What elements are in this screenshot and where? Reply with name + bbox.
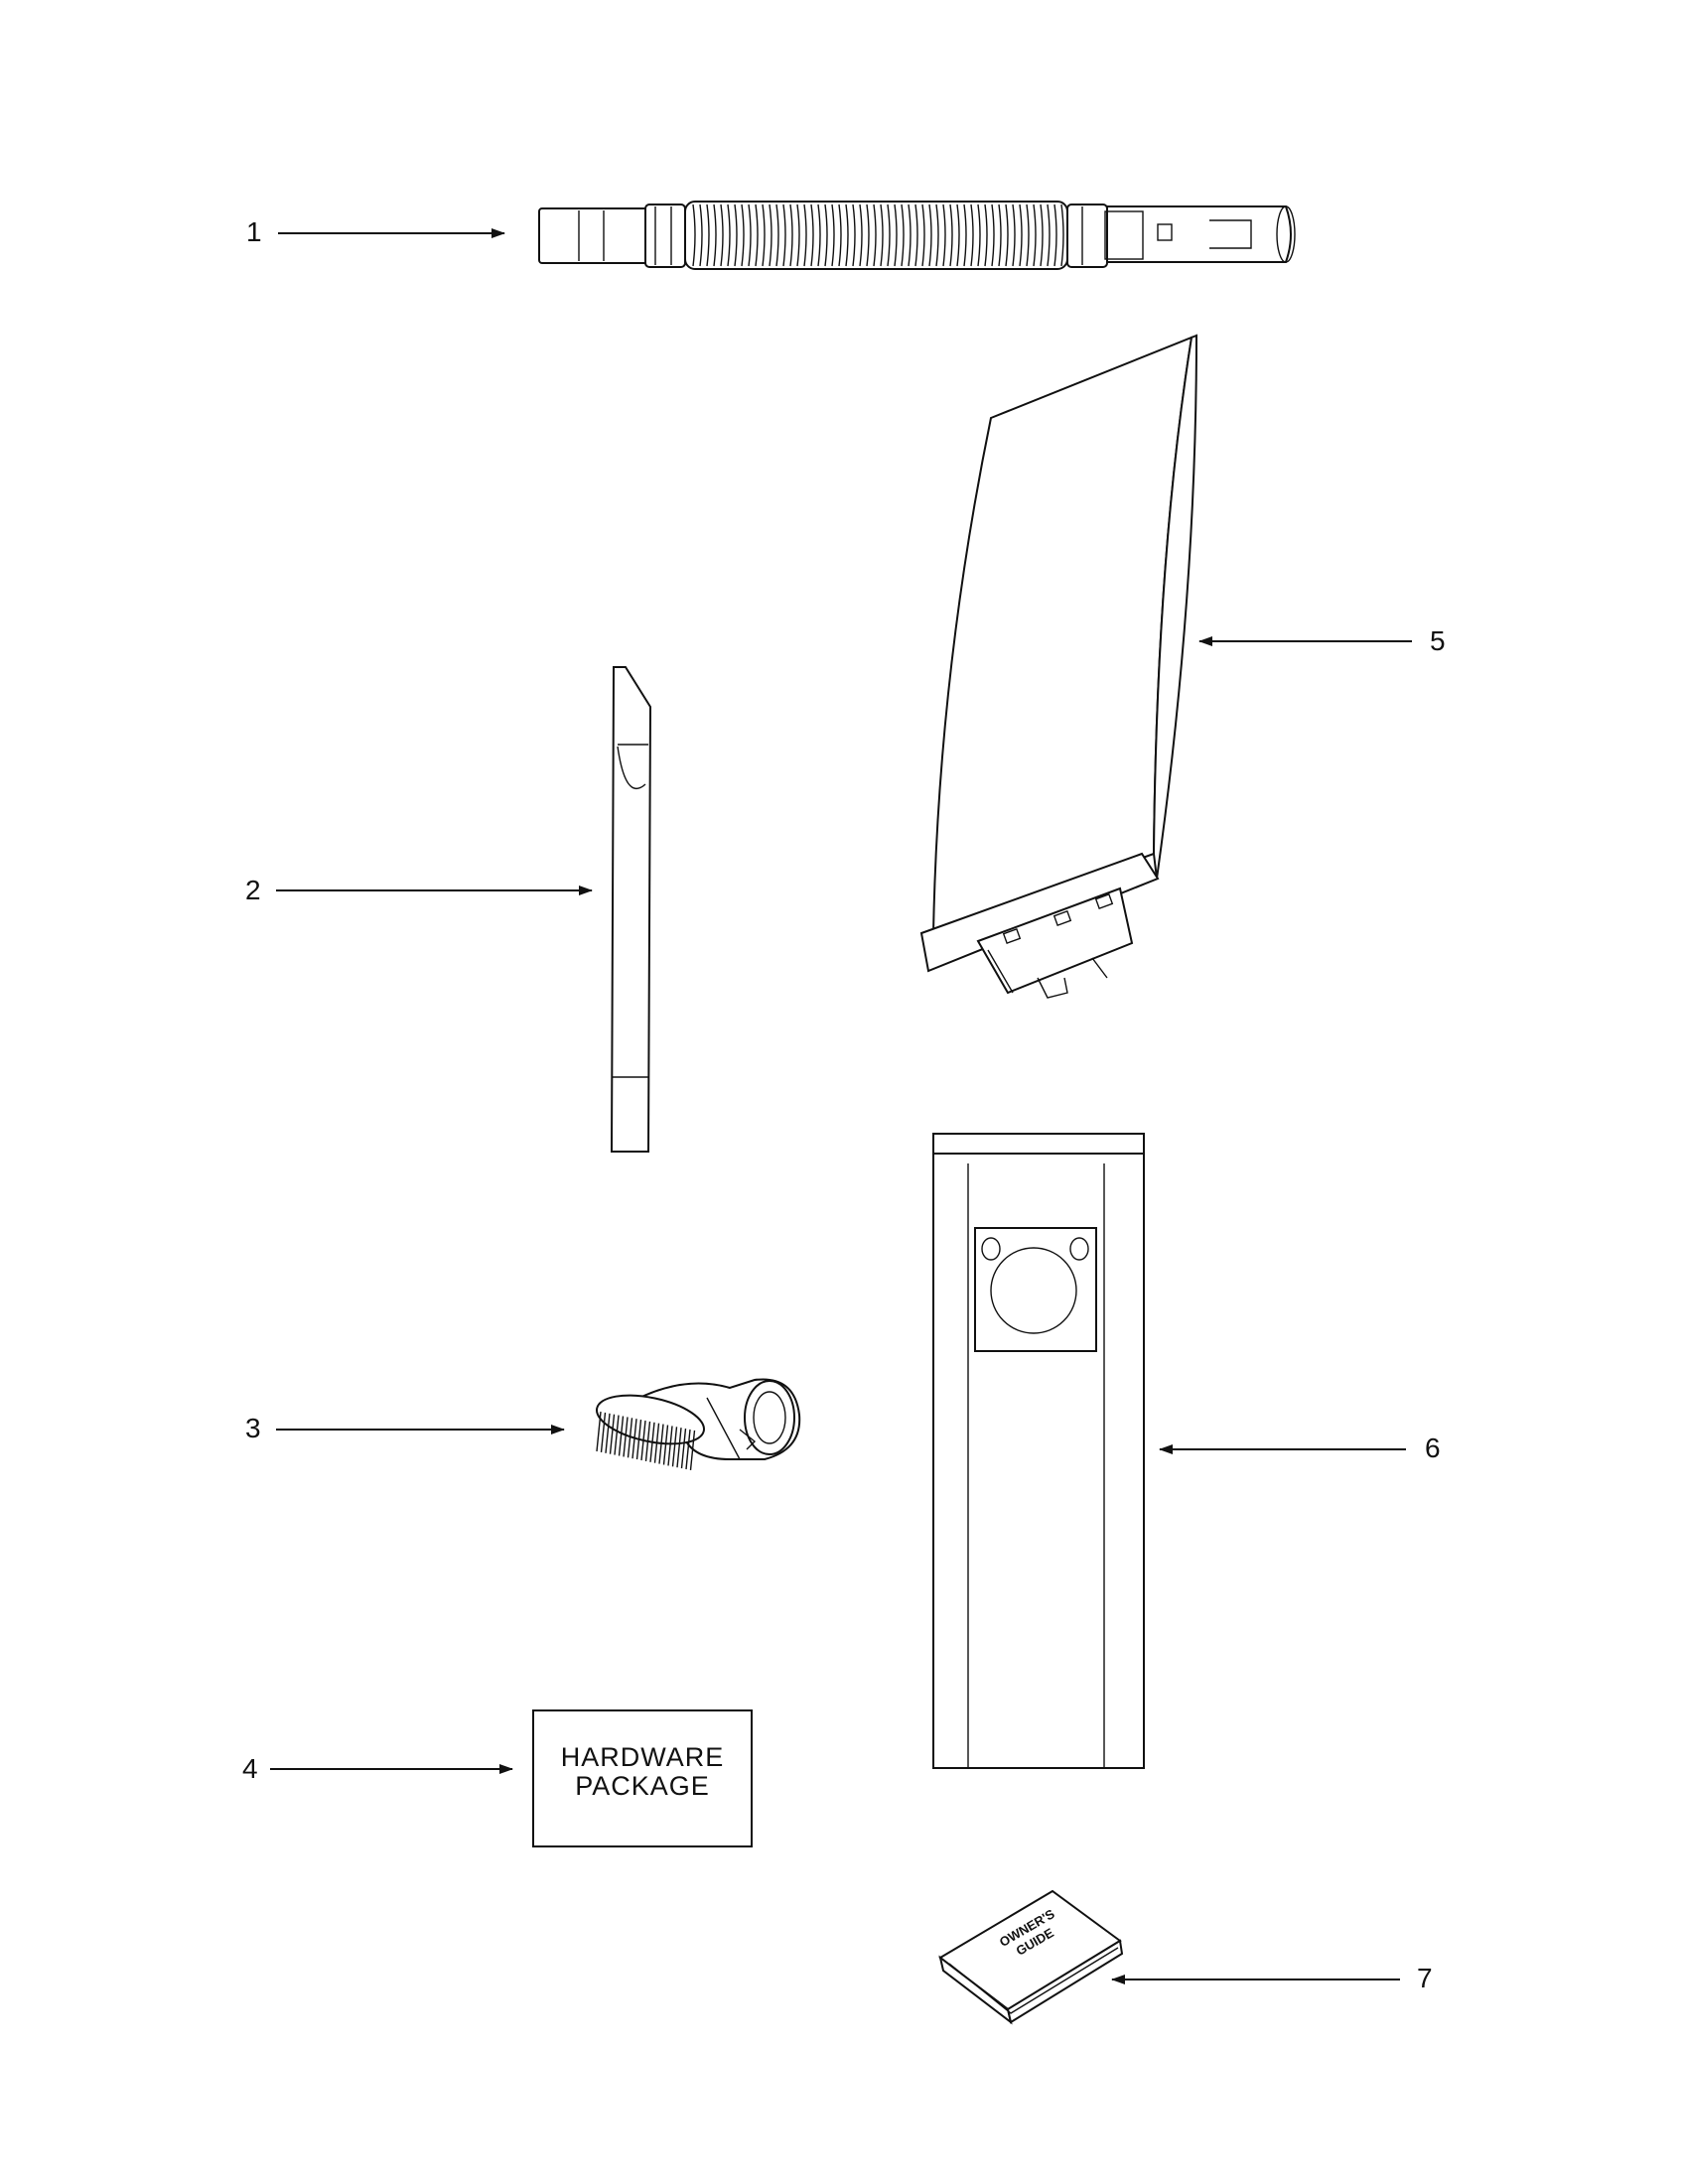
callout-5: 5: [1198, 625, 1446, 656]
callout-number-5: 5: [1430, 625, 1446, 656]
callout-3: 3: [245, 1413, 565, 1443]
dusting-brush-part: [596, 1378, 801, 1470]
brush-bristles: [596, 1411, 696, 1470]
hardware-package-line2: PACKAGE: [575, 1771, 710, 1801]
callout-7: 7: [1111, 1963, 1433, 1993]
outer-bag-part: [932, 1133, 1145, 1769]
callout-number-4: 4: [242, 1753, 258, 1784]
callout-6: 6: [1159, 1433, 1441, 1463]
callout-2: 2: [245, 875, 593, 905]
callout-4: 4: [242, 1753, 513, 1784]
hose-corrugations: [692, 204, 1064, 267]
callout-number-2: 2: [245, 875, 261, 905]
callout-1: 1: [246, 216, 505, 247]
hose-part: [538, 201, 1296, 270]
callout-number-7: 7: [1417, 1963, 1433, 1993]
owners-guide-book: OWNER'S GUIDE: [938, 1889, 1124, 2025]
callout-number-3: 3: [245, 1413, 261, 1443]
crevice-tool-part: [610, 666, 652, 1153]
callout-number-6: 6: [1425, 1433, 1441, 1463]
callout-number-1: 1: [246, 216, 262, 247]
hardware-package-line1: HARDWARE: [561, 1742, 725, 1772]
paper-bag-part: [919, 334, 1198, 999]
hardware-package-box: HARDWARE PACKAGE: [532, 1709, 753, 1847]
